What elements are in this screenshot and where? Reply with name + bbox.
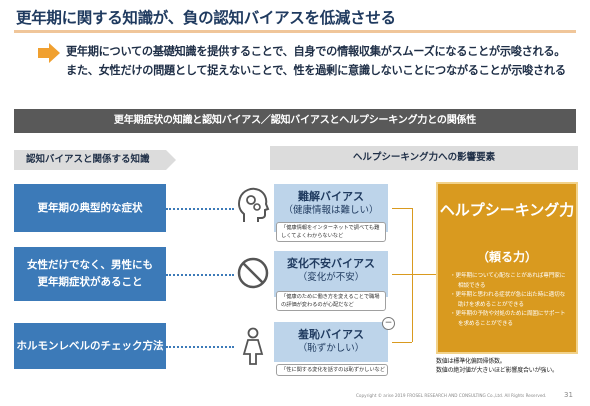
- list-item: ・更年期の予防や対処のために周囲にサポートを求めることができる: [450, 311, 566, 327]
- factor-subtitle: （健康情報は難しい）: [283, 205, 379, 216]
- summary-text: 更年期についての基礎知識を提供することで、自身での情報収集がスムーズになることが…: [66, 45, 566, 77]
- knowledge-box-male-symptoms: 女性だけでなく、男性にも更年期症状があること: [14, 247, 166, 301]
- outcome-box: ヘルプシーキング力 （頼る力） ・更年期について心配なことがあれば専門家に相談で…: [436, 182, 578, 354]
- factor-subtitle: （変化が不安）: [297, 272, 365, 283]
- knowledge-label: ホルモンレベルのチェック方法: [16, 339, 164, 352]
- connector-line: [392, 208, 412, 209]
- woman-icon: [242, 327, 264, 365]
- connector-line: [412, 208, 413, 342]
- outcome-list: ・更年期について心配なことがあれば専門家に相談できる ・更年期と思われる症状が急…: [450, 272, 568, 330]
- outcome-title: ヘルプシーキング力: [439, 201, 575, 219]
- left-header-arrow-tip: [166, 150, 176, 170]
- factor-title: 難解バイアス: [298, 190, 364, 203]
- factor-title: 変化不安バイアス: [287, 257, 375, 270]
- knowledge-label: 女性だけでなく、男性にも更年期症状があること: [27, 259, 153, 288]
- no-sign-icon: [237, 257, 269, 289]
- factor-box-shame: 羞恥バイアス （恥ずかしい）: [274, 322, 388, 362]
- factor-title: 羞恥バイアス: [298, 328, 364, 341]
- head-gears-icon: [238, 187, 270, 222]
- list-item: ・更年期について心配なことがあれば専門家に相談できる: [450, 273, 566, 289]
- page-number: 31: [564, 391, 573, 399]
- section-heading: 更年期症状の知識と認知バイアス／認知バイアスとヘルプシーキング力との関係性: [14, 109, 576, 133]
- connector-line: [392, 274, 436, 275]
- connector-line: [166, 274, 234, 276]
- outcome-subtitle: （頼る力）: [476, 250, 537, 264]
- footnote: 数値は標準化偏回帰係数。 数値の絶対値が大きいほど影響度合いが強い。: [436, 358, 558, 374]
- page-title: 更年期に関する知識が、負の認知バイアスを低減させる: [16, 9, 396, 27]
- connector-line: [166, 208, 234, 210]
- copyright: Copyright © arise 2019 FROSEL RESEARCH A…: [356, 393, 547, 398]
- factor-subtitle: （恥ずかしい）: [297, 343, 365, 354]
- list-item: ・更年期と思われる症状が急に出た時に適切な助けを求めることができる: [450, 292, 566, 308]
- knowledge-label: 更年期の典型的な症状: [37, 201, 143, 214]
- knowledge-box-symptoms: 更年期の典型的な症状: [14, 184, 166, 232]
- factor-note: 「健康のために働き方を変えることで職場の評価が変わるのが心配だなど: [276, 291, 386, 311]
- factor-box-change-anxiety: 変化不安バイアス （変化が不安）: [274, 251, 388, 297]
- title-underline: [14, 30, 576, 33]
- right-column-header: ヘルプシーキング力への影響要素: [270, 146, 578, 170]
- left-column-header: 認知バイアスと関係する知識: [14, 150, 166, 170]
- connector-line: [392, 342, 412, 343]
- arrow-right-icon: [38, 43, 60, 63]
- connector-line: [166, 346, 234, 348]
- minus-badge-icon: −: [382, 317, 395, 330]
- knowledge-box-hormone-check: ホルモンレベルのチェック方法: [14, 323, 166, 369]
- factor-note: 「性に関する変化を話すのは恥ずかしいなど: [276, 364, 388, 376]
- factor-note: 「健康情報をインターネットで調べても難しくてよくわからないなど: [276, 222, 386, 242]
